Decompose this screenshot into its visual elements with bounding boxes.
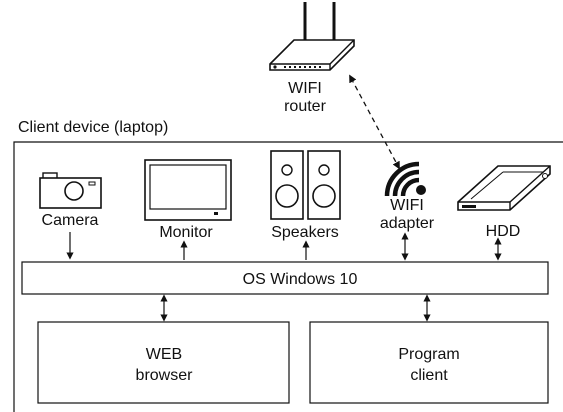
router-label-line1: WIFI (288, 80, 322, 97)
camera-icon (39, 172, 102, 209)
os-label: OS Windows 10 (243, 271, 358, 288)
hdd-icon (457, 165, 551, 211)
monitor-icon (144, 159, 232, 221)
speakers-label: Speakers (271, 224, 339, 241)
hdd-label: HDD (486, 223, 521, 240)
wifi-adapter-label-line2: adapter (380, 215, 435, 232)
camera-label: Camera (42, 212, 99, 229)
program-client-box (309, 321, 549, 404)
speakers-icon (270, 150, 341, 220)
program-client-label-line2: client (410, 367, 448, 384)
wifi-router-icon (269, 2, 355, 71)
client-device-frame (13, 141, 563, 412)
web-browser-label-line2: browser (136, 367, 194, 384)
client-device-title: Client device (laptop) (18, 119, 168, 136)
monitor-label: Monitor (159, 224, 213, 241)
wifi-adapter-label-line1: WIFI (390, 197, 424, 214)
web-browser-label-line1: WEB (146, 346, 182, 363)
os-box (21, 261, 549, 295)
wifi-signal-icon (384, 161, 426, 197)
router-label-line2: router (284, 98, 326, 115)
program-client-label-line1: Program (398, 346, 459, 363)
wireless-link (349, 74, 400, 170)
web-browser-box (37, 321, 290, 404)
